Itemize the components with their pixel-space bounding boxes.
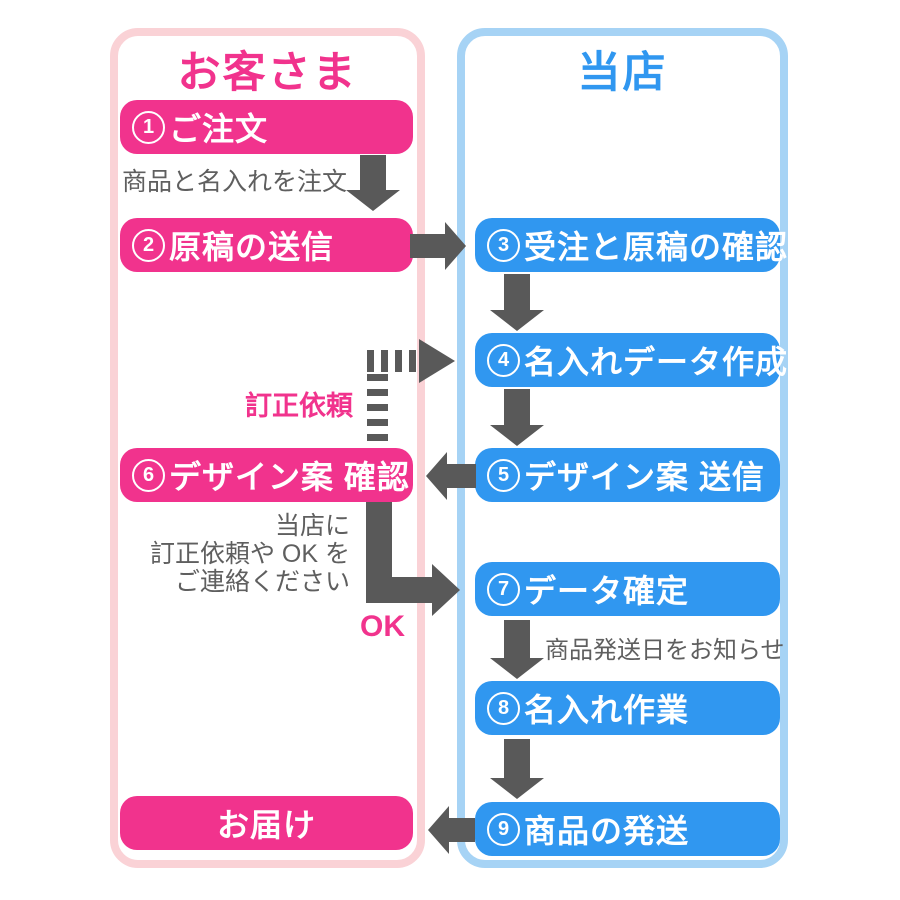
step-7-label: データ確定 [524,573,690,609]
step-5-number-badge: 5 [487,458,520,492]
step-3-label: 受注と原稿の確認 [524,229,789,265]
arrow-shaft [504,739,530,779]
step-9-number-badge: 9 [487,812,520,846]
step-1-number-badge: 1 [132,110,165,144]
arrow-head-icon [490,658,544,679]
step-4-data-create-box: 4 名入れデータ作成 [475,333,787,387]
arrow-step1-down [346,155,400,211]
arrow-head-icon [490,425,544,446]
step-9-shipping-box: 9 商品の発送 [475,802,780,856]
correction-request-label: 訂正依頼 [245,391,353,421]
dashed-correction-arrow-head-icon [419,339,455,383]
step-2-number-badge: 2 [132,228,165,262]
step-1-order-box: 1 ご注文 [120,100,413,154]
step-5-design-send-box: 5 デザイン案 送信 [475,448,780,502]
arrow-shaft [504,389,530,426]
arrow-step4-down [490,389,544,446]
arrow-head-icon [428,806,449,854]
step-8-engrave-box: 8 名入れ作業 [475,681,780,735]
step-6-design-check-box: 6 デザイン案 確認 [120,448,413,502]
ship-date-note: 商品発送日をお知らせ [545,637,785,664]
dashed-correction-arrow-vertical [367,374,388,446]
step-1-label: ご注文 [169,111,269,147]
design-check-note-line3: ご連絡ください [174,568,350,596]
arrow-ok-elbow-head-icon [432,564,460,616]
order-note-text: 商品と名入れを注文 [122,168,348,196]
step-7-data-final-box: 7 データ確定 [475,562,780,616]
step-3-confirm-box: 3 受注と原稿の確認 [475,218,787,272]
arrow-shaft [360,155,386,191]
step-8-number-badge: 8 [487,691,520,725]
arrow-ok-elbow-horizontal [366,577,432,603]
step-6-label: デザイン案 確認 [169,459,410,495]
arrow-step8-down [490,739,544,799]
step-8-label: 名入れ作業 [524,692,690,728]
arrow-step7-down [490,620,544,679]
step-3-number-badge: 3 [487,228,520,262]
dashed-correction-arrow-horizontal [367,350,419,372]
step-6-number-badge: 6 [132,458,165,492]
arrow-head-icon [490,310,544,331]
design-check-note-line1: 当店に [274,512,350,540]
design-check-note-line2: 訂正依頼や OK を [149,540,350,568]
arrow-step9-to-delivery [428,806,475,854]
arrow-head-icon [490,778,544,799]
customer-column-title: お客さま [177,49,358,97]
delivery-label: お届け [216,807,316,843]
arrow-step3-down [490,274,544,331]
step-4-number-badge: 4 [487,343,520,377]
arrow-shaft [446,464,476,488]
arrow-step5-to-step6 [426,452,476,500]
step-9-label: 商品の発送 [524,813,690,849]
step-7-number-badge: 7 [487,572,520,606]
arrow-shaft [504,620,530,659]
ok-label: OK [360,610,405,643]
arrow-step2-to-step3 [410,222,466,270]
design-check-note: 当店に 訂正依頼や OK を ご連絡ください [140,512,350,596]
step-2-draft-send-box: 2 原稿の送信 [120,218,413,272]
arrow-shaft [504,274,530,311]
step-5-label: デザイン案 送信 [524,459,765,495]
step-2-label: 原稿の送信 [169,229,335,265]
step-4-label: 名入れデータ作成 [524,344,789,380]
arrow-head-icon [346,190,400,211]
arrow-shaft [410,234,446,258]
arrow-head-icon [445,222,466,270]
arrow-shaft [448,818,475,842]
arrow-head-icon [426,452,447,500]
delivery-box: お届け [120,796,413,850]
shop-column-title: 当店 [577,49,668,97]
